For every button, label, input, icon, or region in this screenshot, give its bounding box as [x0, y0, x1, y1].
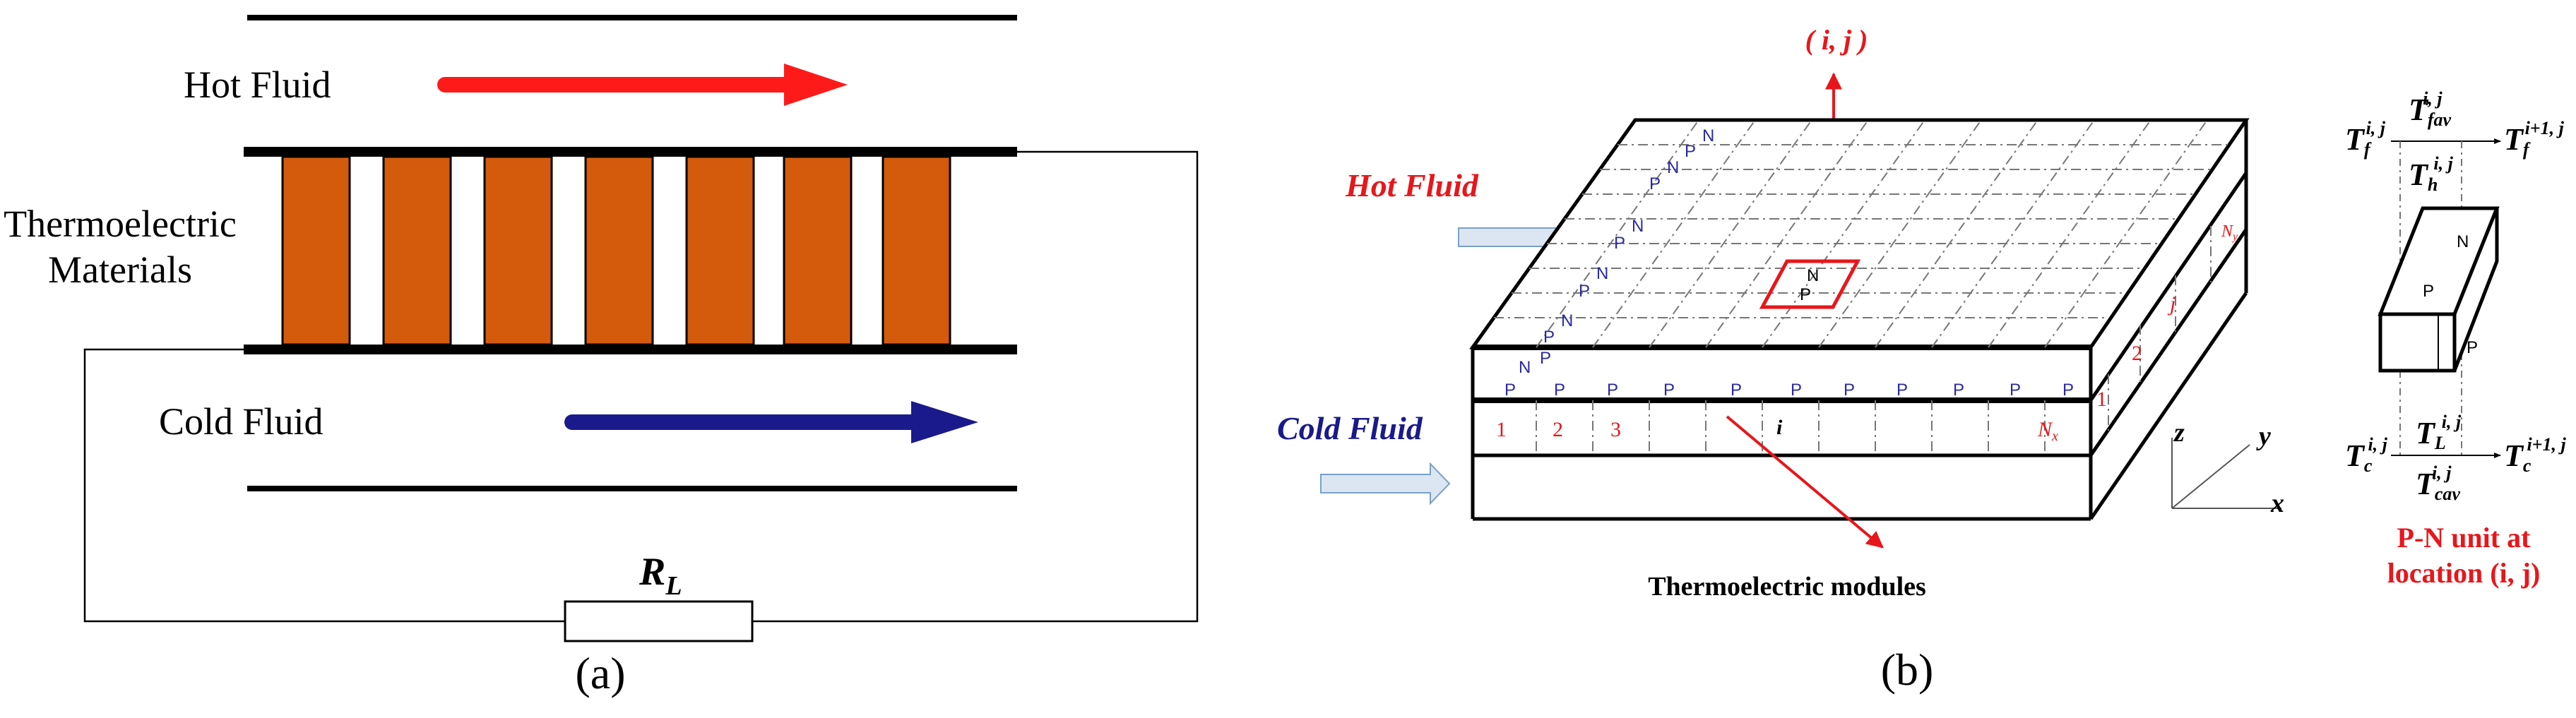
p-label: P — [1543, 328, 1555, 347]
te-leg — [783, 155, 853, 346]
pn-labels-front: P P P P P P P P P P P — [1504, 381, 2074, 400]
p-label: P — [1663, 381, 1675, 400]
p-label: P — [1614, 234, 1625, 253]
te-leg — [382, 155, 452, 346]
n-label: N — [1596, 264, 1608, 283]
pn-unit-detail: N P P Tfi, j Tfavi, j Tfi+1, j Thi, j Tc… — [2345, 88, 2566, 589]
p-label: P — [1504, 381, 1516, 400]
cold-fluid-arrow — [564, 401, 978, 443]
te-leg — [584, 155, 654, 346]
module-stack — [1469, 118, 2250, 521]
pn-labels-diagonal: N P N P N P N P N P N P — [1519, 126, 1714, 377]
pn-caption-line1: P-N unit at — [2397, 522, 2532, 554]
svg-text:Ny: Ny — [2221, 222, 2238, 243]
top-surface-grid — [1494, 119, 2228, 348]
highlighted-cell — [1759, 259, 1861, 309]
modules-label: Thermoelectric modules — [1648, 572, 1926, 602]
svg-text:1: 1 — [2096, 388, 2107, 411]
p-label: P — [1844, 381, 1855, 400]
n-label: N — [1519, 358, 1531, 377]
p-label: P — [1554, 381, 1565, 400]
front-face-grid — [1536, 226, 2212, 455]
pn-unit-n: N — [2457, 232, 2469, 251]
pn-unit-p: P — [2467, 338, 2478, 357]
svg-text:3: 3 — [1610, 418, 1621, 441]
axis-label-x: x — [2270, 489, 2284, 518]
load-resistor — [564, 600, 754, 642]
te-leg — [483, 155, 553, 346]
p-label: P — [2010, 381, 2021, 400]
pn-leg-cuboid — [2378, 206, 2500, 373]
temp-Tf-next: Tfi+1, j — [2504, 118, 2565, 160]
pn-caption-line2: location (i, j) — [2387, 557, 2541, 589]
p-label: P — [1579, 282, 1590, 301]
caption-b: (b) — [1881, 645, 1934, 695]
hot-fluid-arrow — [437, 64, 848, 106]
temp-Th: Thi, j — [2409, 153, 2454, 195]
side-index-labels: 1 2 j Ny — [2096, 222, 2238, 411]
n-label: N — [1702, 126, 1714, 145]
highlighted-cell-p: P — [1800, 285, 1811, 304]
axis-label-y: y — [2256, 421, 2271, 451]
panel-a: Hot Fluid Thermoelectric Materials Cold … — [4, 15, 1199, 698]
temp-Tc-next: Tci+1, j — [2504, 434, 2566, 476]
axis-line-y — [2171, 444, 2250, 509]
te-leg — [281, 155, 351, 346]
te-leg — [685, 155, 755, 346]
p-label: P — [1685, 142, 1696, 161]
p-label: P — [1953, 381, 1964, 400]
cell-index-label: ( i, j ) — [1805, 24, 1868, 56]
coordinate-axes: x y z — [2171, 418, 2284, 518]
te-materials-line2: Materials — [48, 249, 192, 291]
svg-text:Nx: Nx — [2037, 418, 2058, 444]
te-materials-line1: Thermoelectric — [4, 203, 237, 245]
temp-Tfav: Tfavi, j — [2409, 88, 2452, 130]
p-label: P — [1649, 174, 1661, 193]
hot-fluid-inlet-label: Hot Fluid — [1345, 167, 1479, 203]
cold-inflow-arrow — [1320, 462, 1451, 505]
temp-TL: TLi, j — [2416, 412, 2462, 453]
temp-Tf: Tfi, j — [2345, 118, 2386, 160]
axis-label-z: z — [2173, 418, 2185, 448]
panel-b: ( i, j ) Hot Fluid Cold Fluid — [1277, 24, 2284, 695]
cold-fluid-inlet-label: Cold Fluid — [1277, 410, 1423, 446]
cold-fluid-label: Cold Fluid — [159, 400, 324, 443]
svg-text:1: 1 — [1496, 418, 1507, 441]
n-label: N — [1561, 311, 1573, 330]
front-index-i: i — [1776, 416, 1783, 439]
temperature-labels: Tfi, j Tfavi, j Tfi+1, j Thi, j Tci, j T… — [2345, 88, 2566, 504]
n-label: N — [1632, 217, 1644, 236]
p-label: P — [1897, 381, 1908, 400]
highlighted-cell-n: N — [1807, 266, 1819, 285]
p-label: P — [1540, 349, 1551, 368]
caption-a: (a) — [575, 648, 625, 698]
p-label: P — [1731, 381, 1742, 400]
front-index-labels: 1 2 3 Nx — [1496, 418, 2058, 444]
hot-fluid-label: Hot Fluid — [184, 64, 331, 106]
p-label: P — [2062, 381, 2074, 400]
te-leg — [882, 155, 951, 346]
svg-text:2: 2 — [1553, 418, 1563, 441]
svg-text:2: 2 — [2132, 342, 2142, 365]
pn-unit-p-front: P — [2423, 282, 2434, 301]
load-resistor-label: RL — [639, 550, 682, 601]
external-circuit — [83, 150, 1199, 623]
modules-pointer-arrow — [1726, 415, 1884, 549]
p-label: P — [1607, 381, 1618, 400]
p-label: P — [1791, 381, 1802, 400]
svg-text:j: j — [2167, 292, 2176, 316]
temp-Tc: Tci, j — [2345, 434, 2388, 476]
n-label: N — [1667, 158, 1679, 177]
thermoelectric-legs — [281, 155, 951, 346]
temp-Tcav: Tcavi, j — [2416, 462, 2460, 504]
